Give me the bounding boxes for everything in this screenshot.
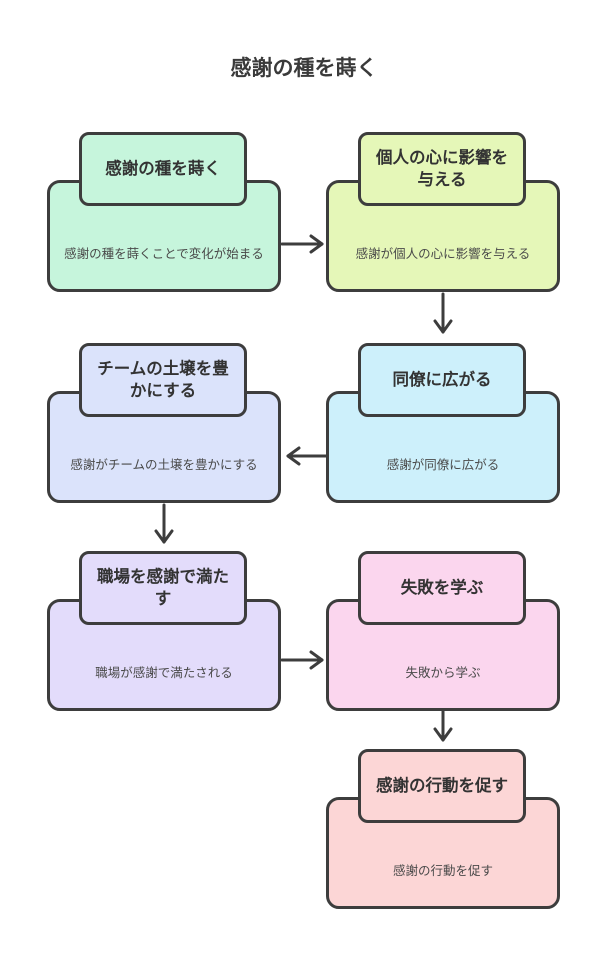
arrow-n2-n3 [433, 292, 453, 334]
node-header: チームの土壌を豊かにする [79, 343, 247, 417]
node-title: 職場を感謝で満たす [97, 567, 229, 608]
node-title: 感謝の行動を促す [376, 776, 508, 795]
arrow-n3-n4 [286, 446, 328, 466]
node-header: 失敗を学ぶ [358, 551, 526, 625]
node-sow-gratitude: 感謝の種を蒔くことで変化が始まる 感謝の種を蒔く [47, 132, 281, 294]
arrow-n4-n5 [154, 503, 174, 544]
node-title: 失敗を学ぶ [400, 578, 484, 597]
node-description: 職場が感謝で満たされる [95, 665, 233, 680]
node-title: 個人の心に影響を与える [376, 148, 508, 189]
node-description: 感謝がチームの土壌を豊かにする [70, 457, 258, 472]
node-header: 職場を感謝で満たす [79, 551, 247, 625]
node-description: 感謝が個人の心に影響を与える [355, 246, 531, 261]
node-fill-workplace: 職場が感謝で満たされる 職場を感謝で満たす [47, 551, 281, 713]
node-learn-failure: 失敗から学ぶ 失敗を学ぶ [326, 551, 560, 713]
arrow-n5-n6 [280, 650, 324, 670]
node-influence-heart: 感謝が個人の心に影響を与える 個人の心に影響を与える [326, 132, 560, 294]
node-encourage-action: 感謝の行動を促す 感謝の行動を促す [326, 749, 560, 911]
node-enrich-team: 感謝がチームの土壌を豊かにする チームの土壌を豊かにする [47, 343, 281, 505]
page-title: 感謝の種を蒔く [230, 56, 378, 80]
arrow-n1-n2 [280, 234, 324, 254]
node-header: 個人の心に影響を与える [358, 132, 526, 206]
node-description: 感謝が同僚に広がる [386, 457, 500, 472]
node-title: チームの土壌を豊かにする [97, 359, 229, 400]
node-header: 感謝の種を蒔く [79, 132, 247, 206]
node-title: 同僚に広がる [392, 370, 492, 389]
node-description: 感謝の行動を促す [392, 863, 493, 878]
node-spread-colleagues: 感謝が同僚に広がる 同僚に広がる [326, 343, 560, 505]
node-title: 感謝の種を蒔く [105, 159, 221, 178]
node-header: 同僚に広がる [358, 343, 526, 417]
node-header: 感謝の行動を促す [358, 749, 526, 823]
node-description: 失敗から学ぶ [405, 665, 481, 680]
node-description: 感謝の種を蒔くことで変化が始まる [64, 246, 264, 261]
